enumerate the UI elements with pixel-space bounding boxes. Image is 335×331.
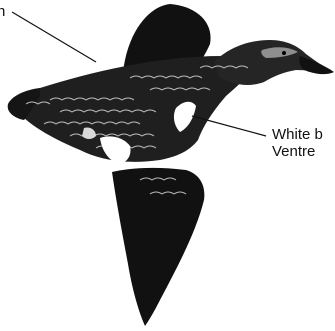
belly-label: White b Ventre [272, 126, 323, 160]
eye [282, 51, 286, 55]
lower-wing [112, 168, 204, 326]
belly-label-line1: White b [272, 126, 323, 143]
bill [299, 56, 334, 74]
belly-label-line2: Ventre [272, 143, 323, 160]
wing-label: n [0, 3, 5, 20]
leader-line-wing [12, 12, 96, 62]
